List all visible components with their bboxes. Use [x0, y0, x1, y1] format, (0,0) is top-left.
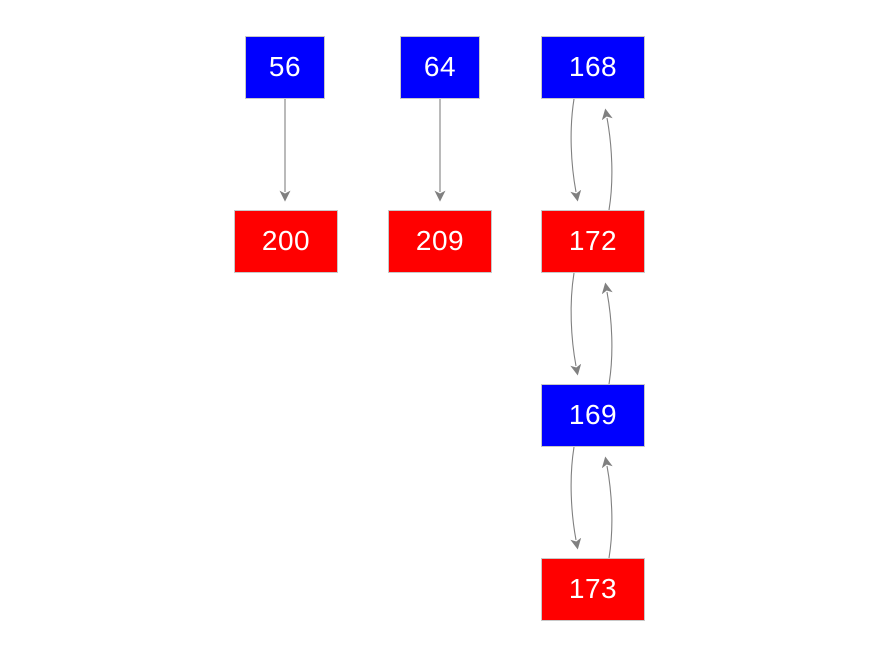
edge-168-to-172: [570, 98, 582, 202]
graph-node-56[interactable]: 56: [245, 36, 325, 99]
graph-node-label: 209: [415, 224, 465, 256]
graph-node-200[interactable]: 200: [234, 210, 338, 273]
graph-node-209[interactable]: 209: [388, 210, 492, 273]
edge-173-to-169: [601, 456, 613, 559]
graph-node-173[interactable]: 173: [541, 558, 645, 621]
graph-node-169[interactable]: 169: [541, 384, 645, 447]
graph-node-label: 56: [268, 50, 302, 82]
graph-node-label: 172: [568, 224, 618, 256]
graph-node-label: 64: [423, 50, 457, 82]
edge-169-to-173: [570, 446, 582, 550]
graph-node-label: 173: [568, 572, 618, 604]
edge-172-to-169: [570, 272, 582, 376]
graph-node-64[interactable]: 64: [400, 36, 480, 99]
graph-node-label: 200: [261, 224, 311, 256]
edge-172-to-168: [601, 108, 613, 211]
graph-node-label: 168: [568, 50, 618, 82]
edge-169-to-172: [601, 282, 613, 385]
graph-node-label: 169: [568, 398, 618, 430]
graph-node-172[interactable]: 172: [541, 210, 645, 273]
graph-node-168[interactable]: 168: [541, 36, 645, 99]
